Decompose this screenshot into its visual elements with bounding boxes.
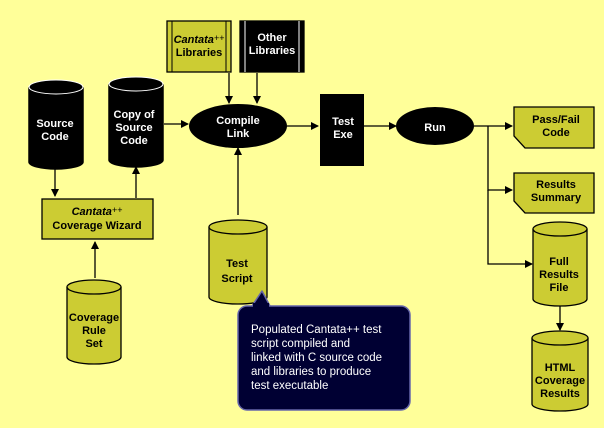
copy-source-cylinder: Copy of Source Code bbox=[108, 76, 164, 168]
other-libraries-label-1: Other bbox=[257, 32, 287, 44]
results-summary-label-2: Summary bbox=[531, 192, 582, 204]
compile-link-ellipse: Compile Link bbox=[189, 104, 287, 148]
wizard-subtitle: Coverage Wizard bbox=[52, 220, 141, 232]
run-label: Run bbox=[424, 122, 446, 134]
full-results-label-2: Results bbox=[539, 269, 579, 281]
callout-line-5: test executable bbox=[251, 380, 328, 392]
test-script-label-2: Script bbox=[221, 273, 253, 285]
html-coverage-label-3: Results bbox=[540, 388, 580, 400]
test-script-label-1: Test bbox=[226, 258, 248, 270]
connectors bbox=[51, 73, 564, 331]
coverage-wizard-box: Cantata++ Coverage Wizard bbox=[41, 198, 154, 240]
pass-fail-shape: Pass/Fail Code bbox=[513, 106, 595, 149]
callout-line-2: script compiled and bbox=[251, 338, 350, 350]
source-code-label-2: Code bbox=[41, 131, 69, 143]
copy-source-label-2: Source bbox=[115, 122, 152, 134]
pass-fail-label-1: Pass/Fail bbox=[532, 114, 580, 126]
cantata-libraries-box: Cantata++ Libraries bbox=[166, 20, 232, 73]
callout-line-4: and libraries to produce bbox=[251, 366, 371, 378]
rule-set-label-3: Set bbox=[85, 338, 102, 350]
source-code-cylinder: Source Code bbox=[28, 79, 84, 170]
full-results-label-1: Full bbox=[549, 256, 569, 268]
other-libraries-box: Other Libraries bbox=[239, 20, 305, 73]
test-exe-label-2: Exe bbox=[333, 129, 353, 141]
cantata-libraries-subtitle: Libraries bbox=[176, 47, 222, 59]
other-libraries-label-2: Libraries bbox=[249, 45, 295, 57]
results-summary-shape: Results Summary bbox=[513, 172, 595, 214]
html-coverage-label-2: Coverage bbox=[535, 375, 585, 387]
test-exe-label-1: Test bbox=[332, 116, 354, 128]
callout-line-1: Populated Cantata++ test bbox=[251, 324, 382, 336]
source-code-label-1: Source bbox=[36, 118, 73, 130]
pass-fail-label-2: Code bbox=[542, 127, 570, 139]
html-coverage-label-1: HTML bbox=[545, 362, 576, 374]
callout-box: Populated Cantata++ test script compiled… bbox=[237, 290, 411, 411]
copy-source-label-3: Code bbox=[120, 135, 148, 147]
test-exe-box: Test Exe bbox=[320, 94, 364, 166]
cantata-libraries-title: Cantata++ bbox=[174, 33, 225, 46]
copy-source-label-1: Copy of bbox=[114, 109, 155, 121]
compile-link-label-2: Link bbox=[227, 128, 250, 140]
arrow-run-to-summary bbox=[487, 126, 513, 194]
test-script-cylinder: Test Script bbox=[208, 219, 268, 305]
run-ellipse: Run bbox=[396, 107, 474, 145]
full-results-label-3: File bbox=[550, 282, 569, 294]
arrow-run-to-full-results bbox=[487, 190, 533, 268]
callout-line-3: linked with C source code bbox=[251, 352, 382, 364]
rule-set-label-1: Coverage bbox=[69, 312, 119, 324]
full-results-cylinder: Full Results File bbox=[532, 221, 588, 307]
coverage-rule-set-cylinder: Coverage Rule Set bbox=[66, 279, 122, 365]
rule-set-label-2: Rule bbox=[82, 325, 106, 337]
compile-link-label-1: Compile bbox=[216, 115, 259, 127]
wizard-title: Cantata++ bbox=[72, 205, 123, 218]
html-coverage-cylinder: HTML Coverage Results bbox=[531, 330, 589, 412]
results-summary-label-1: Results bbox=[536, 179, 576, 191]
